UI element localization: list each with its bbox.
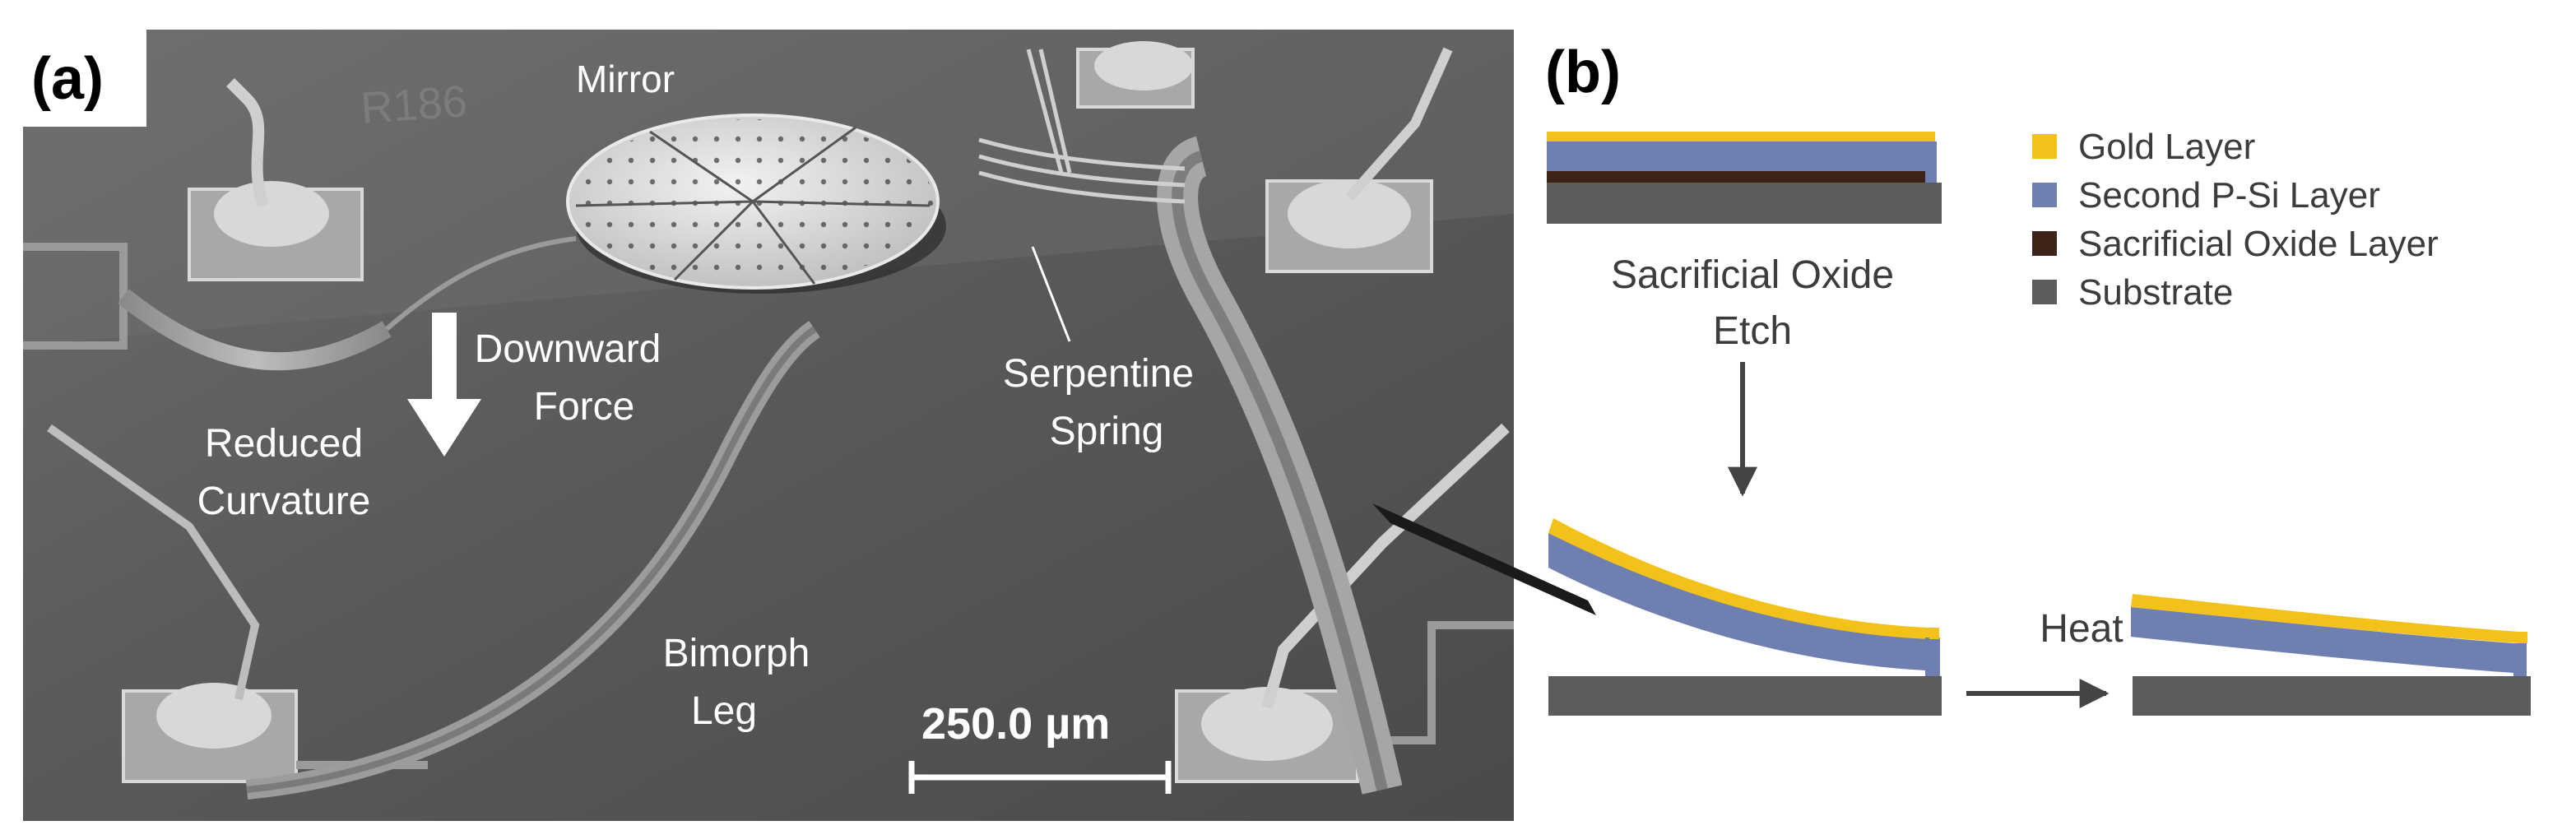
serpentine-spring [978,49,1186,204]
heated-psi-layer [2131,607,2513,673]
heated-anchor-psi [2513,643,2527,676]
bimorph-leg-right [1157,136,1403,795]
legend-swatch [2032,183,2057,207]
mirror-label: Mirror [576,58,675,100]
scale-bar: 250.0 µm [908,699,1172,794]
bimorph-leg-bottom [245,321,820,800]
panel-a: R186 (a) Mirror Downward Force Reduced C… [23,30,1514,821]
bond-pad-top-left [188,78,364,281]
legend-label: Substrate [2078,272,2233,313]
heated-cantilever [2131,594,2531,716]
panel-a-label-background [23,30,146,127]
released-anchor-psi [1925,638,1940,677]
downward-force-label-line2: Force [534,385,635,429]
zoom-connector [1372,503,1596,615]
released-anchor-gold [1929,628,1939,639]
legend-label: Second P-Si Layer [2078,175,2380,216]
bimorph-leg-label-line2: Leg [691,689,757,733]
serpentine-spring-pointer [1031,246,1071,342]
panel-a-label: (a) [31,46,104,112]
legend-swatch [2032,280,2057,304]
panel-b-label: (b) [1545,39,1621,105]
stack-substrate [1547,183,1942,224]
mirror-plate [566,114,946,294]
serpentine-spring-label-line2: Spring [1050,410,1164,453]
bond-pad-bottom-right [1175,423,1510,783]
downward-force-arrow [407,313,481,457]
heated-gold-layer [2131,594,2519,643]
bond-pad-bottom-left [47,424,298,783]
heated-anchor-gold [2518,632,2527,643]
etch-step-label-line2: Etch [1713,309,1792,353]
released-psi-layer [1548,533,1925,670]
released-gold-layer [1548,518,1929,639]
legend-swatch [2032,134,2057,159]
stack-psi-layer-edge [1925,141,1937,183]
scale-bar-label: 250.0 µm [921,699,1110,749]
heated-substrate [2133,676,2531,716]
serpentine-spring-label-line1: Serpentine [1003,352,1194,396]
panel-b: (b) Sacrificial Oxide Etch Heat [1372,39,2531,716]
reduced-curvature-label-line2: Curvature [197,480,371,523]
released-substrate [1548,676,1942,716]
downward-force-label-line1: Downward [475,327,661,371]
stack-oxide-layer [1547,171,1925,183]
stack-gold-layer [1547,132,1933,141]
legend-swatch [2032,231,2057,256]
etch-step-label-line1: Sacrificial Oxide [1611,253,1894,297]
reduced-curvature-label-line1: Reduced [205,422,363,466]
bimorph-leg-label-line1: Bimorph [663,632,810,675]
stack-psi-layer [1547,141,1925,171]
legend-label: Gold Layer [2078,127,2255,167]
bimorph-leg-left [118,236,577,371]
released-cantilever [1548,518,1942,716]
bond-pad-top-right [1076,41,1195,109]
initial-layer-stack [1547,132,1942,224]
chip-engraving: R186 [360,77,469,133]
bond-pad-right [1265,47,1453,273]
heat-label: Heat [2040,607,2123,651]
legend-label: Sacrificial Oxide Layer [2078,224,2439,264]
